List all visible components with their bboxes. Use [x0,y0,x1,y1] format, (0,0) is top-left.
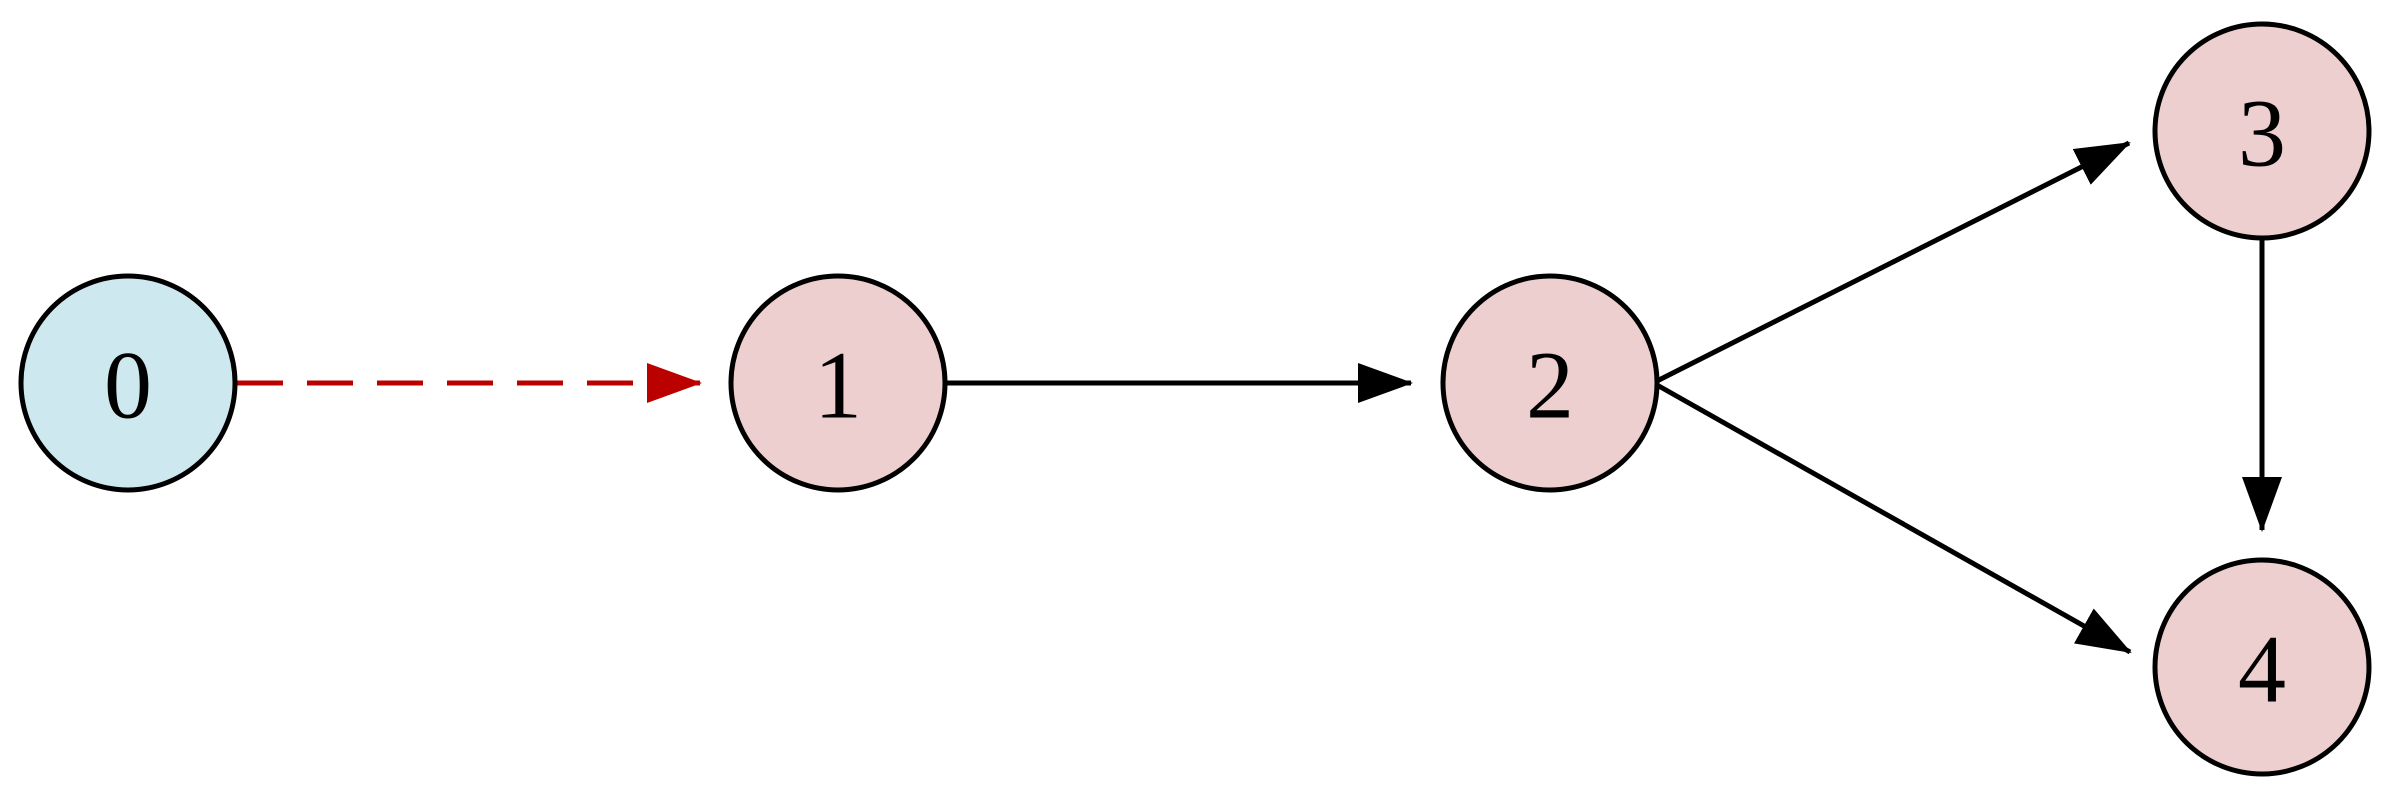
edge-2-3[interactable] [1655,140,2131,384]
graph-node-1[interactable]: 1 [728,273,948,493]
node-label-0: 0 [104,332,152,439]
graph-node-3[interactable]: 3 [2152,21,2372,241]
graph-node-0[interactable]: 0 [18,273,238,493]
node-label-2: 2 [1526,332,1574,439]
node-circle-0[interactable] [18,273,238,493]
edges-layer [237,140,2282,655]
edge-2-4[interactable] [1655,382,2132,655]
node-circle-4[interactable] [2152,557,2372,777]
node-label-4: 4 [2238,616,2286,723]
graph-node-4[interactable]: 4 [2152,557,2372,777]
node-label-1: 1 [814,332,862,439]
node-circle-3[interactable] [2152,21,2372,241]
node-label-3: 3 [2238,80,2286,187]
node-circle-1[interactable] [728,273,948,493]
node-circle-2[interactable] [1440,273,1660,493]
nodes-layer: 0 1 2 3 4 [18,21,2372,777]
graph-node-2[interactable]: 2 [1440,273,1660,493]
